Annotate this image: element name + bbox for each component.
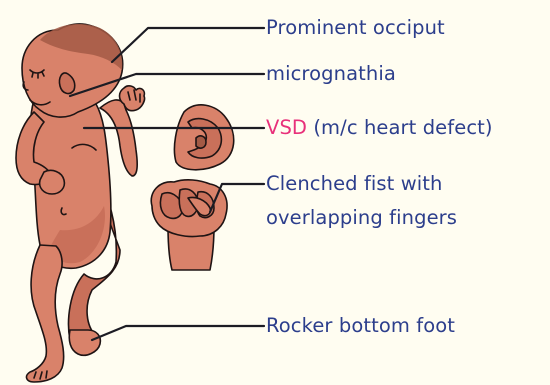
label-vsd-highlight: VSD	[266, 116, 307, 139]
label-micrognathia-text: micrognathia	[266, 62, 396, 85]
rocker-bottom-foot	[69, 330, 100, 355]
label-prominent-occiput: Prominent occiput	[266, 18, 445, 38]
label-clenched-fist-line1-text: Clenched fist with	[266, 172, 443, 195]
label-rocker-bottom-foot: Rocker bottom foot	[266, 316, 455, 336]
clenched-fist-detail	[151, 180, 227, 270]
label-micrognathia: micrognathia	[266, 64, 396, 84]
label-vsd-rest: (m/c heart defect)	[307, 116, 493, 139]
label-vsd: VSD (m/c heart defect)	[266, 118, 493, 138]
infant-front-leg	[27, 245, 64, 382]
infant-front-hand	[40, 170, 65, 194]
ear-detail	[174, 105, 233, 170]
leader-line-foot	[92, 326, 264, 340]
label-clenched-fist-line2-text: overlapping fingers	[266, 206, 457, 229]
ear-canal	[196, 136, 206, 148]
label-clenched-fist-line2: overlapping fingers	[266, 208, 457, 228]
label-clenched-fist-line1: Clenched fist with	[266, 174, 443, 194]
label-rocker-bottom-foot-text: Rocker bottom foot	[266, 314, 455, 337]
label-prominent-occiput-text: Prominent occiput	[266, 16, 445, 39]
leader-line-occiput	[112, 28, 264, 62]
